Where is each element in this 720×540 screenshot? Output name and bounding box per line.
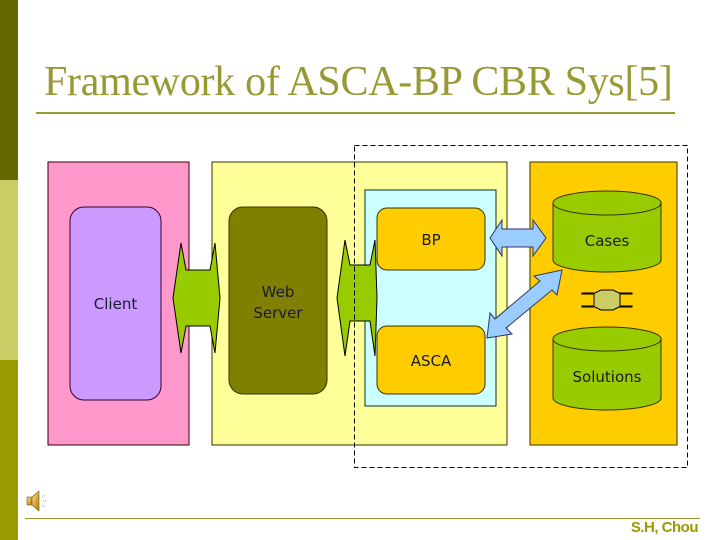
solutions-database[interactable]: Solutions xyxy=(552,326,662,411)
title-underline xyxy=(36,112,675,114)
solutions-cylinder-top xyxy=(552,326,662,352)
web-server-box[interactable] xyxy=(228,206,328,395)
asca-label: ASCA xyxy=(411,352,452,370)
left-strip-bottom xyxy=(0,360,18,540)
web-server-label-line1: Web xyxy=(262,283,295,301)
author-credit: S.H, Chou xyxy=(630,519,699,536)
speaker-audio-icon[interactable] xyxy=(24,488,50,514)
bp-label: BP xyxy=(421,231,440,249)
asca-box[interactable] xyxy=(376,325,486,395)
client-box[interactable] xyxy=(69,206,162,401)
server-ascabp-connector xyxy=(336,239,378,357)
web-server-label-line2: Server xyxy=(253,304,303,322)
bp-box[interactable] xyxy=(376,207,486,271)
system-boundary xyxy=(354,145,688,468)
cases-solutions-link xyxy=(581,289,633,311)
slide-title: Framework of ASCA-BP CBR Sys[5] xyxy=(44,59,673,105)
asca-cases-arrow xyxy=(486,269,563,339)
cases-cylinder-body xyxy=(552,202,662,273)
left-strip-middle xyxy=(0,180,18,360)
left-strip-top xyxy=(0,0,18,180)
client-server-connector xyxy=(172,242,221,354)
footer-rule xyxy=(25,518,700,519)
cases-label: Cases xyxy=(585,232,630,250)
client-label: Client xyxy=(94,295,138,313)
cases-cylinder-top xyxy=(552,190,662,216)
solutions-label: Solutions xyxy=(573,368,642,386)
solutions-cylinder-body xyxy=(552,338,662,411)
cases-database[interactable]: Cases xyxy=(552,190,662,273)
bp-cases-arrow xyxy=(489,218,547,258)
